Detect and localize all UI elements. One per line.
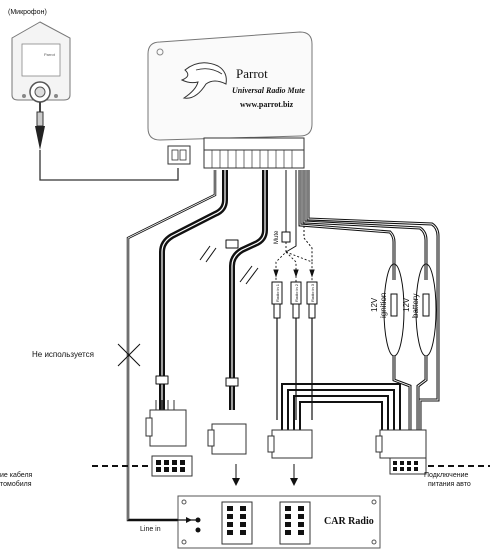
ignition-line2: ignition [379,292,388,318]
car-radio-label: CAR Radio [324,516,374,527]
battery-line2: battery [411,293,420,318]
harness-middle [225,170,268,410]
battery-line1: 12V [402,297,411,312]
mute-label: Mute [274,230,280,244]
parrot-unit [147,31,313,141]
radio-in-2-label: Radio in 2 [294,283,299,302]
mic-screen-text: Parrot [44,52,55,57]
radio-in-1-label: Radio in 1 [275,283,280,302]
ignition-line1: 12V [370,297,379,312]
iso-connector-mid-right [267,429,313,486]
unit-brand: Parrot [236,66,268,81]
mic-cable [39,150,179,181]
unit-product: Universal Radio Mute [232,86,305,95]
microphone-device [11,21,71,150]
harness-left [155,170,239,410]
right-power-line2: питания авто [428,481,471,488]
left-cable-line1: ие кабеля [0,472,33,479]
power-wiring [298,170,440,430]
microphone-label: (Микрофон) [8,9,47,16]
iso-connector-left [92,400,193,477]
radio-in-connectors [271,281,318,420]
not-used-label: Не используется [32,350,94,359]
bridge-wiring [281,383,401,430]
iso-connector-middle [207,423,247,486]
not-used-cross [117,343,141,367]
unit-url: www.parrot.biz [240,100,294,109]
right-power-line1: Подключение [424,472,469,479]
radio-in-3-label: Radio in 3 [310,283,315,302]
left-cable-line2: томобиля [0,481,32,488]
car-radio [128,495,381,549]
unit-connectors [167,137,305,169]
line-in-label: Line in [140,526,161,533]
iso-connector-right [375,429,490,475]
